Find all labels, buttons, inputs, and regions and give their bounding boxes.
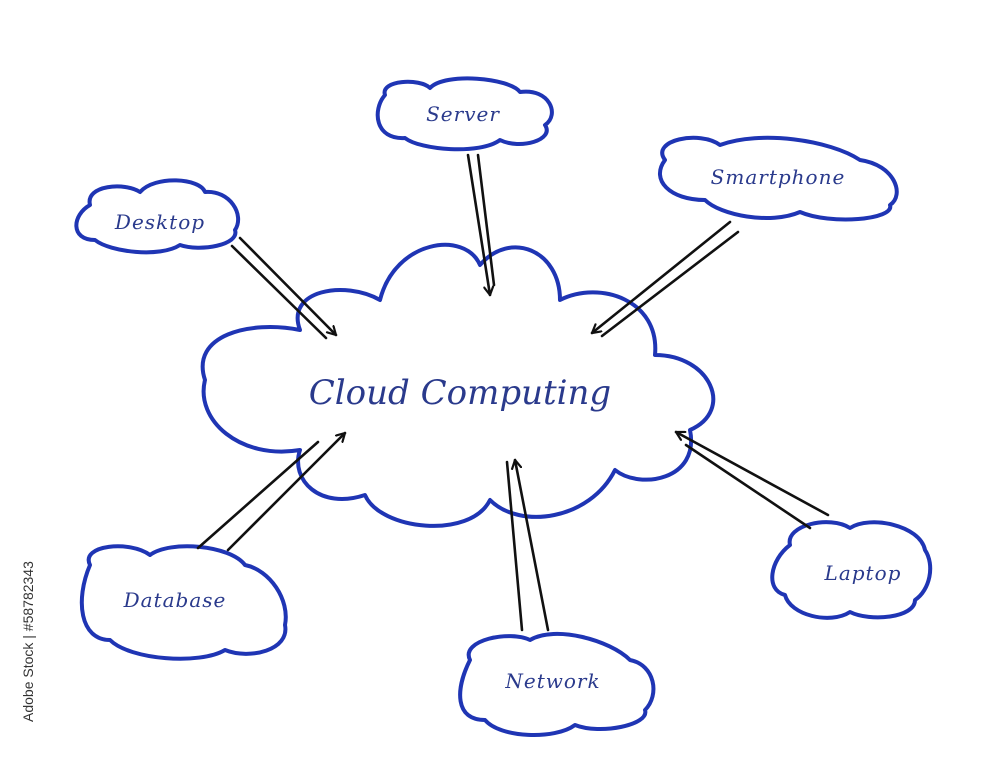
node-smartphone-cloud — [658, 135, 899, 222]
arrow-smartphone-line2 — [600, 230, 740, 338]
central-cloud: Cloud Computing — [200, 242, 716, 528]
arrow-laptop-line2 — [684, 443, 812, 530]
node-laptop-cloud — [770, 520, 933, 620]
node-desktop: Desktop — [74, 178, 338, 340]
arrow-server-line2 — [476, 153, 496, 287]
arrow-database-line2 — [196, 440, 320, 550]
node-database-label: Database — [123, 588, 227, 612]
arrow-smartphone — [590, 220, 732, 335]
node-smartphone-label: Smartphone — [711, 165, 846, 189]
arrow-network — [515, 458, 550, 632]
node-server: Server — [375, 76, 554, 297]
node-laptop: Laptop — [674, 430, 933, 620]
stock-watermark: Adobe Stock | #58782343 — [2, 540, 36, 722]
arrow-desktop — [238, 236, 338, 337]
arrow-laptop — [674, 430, 830, 517]
node-laptop-label: Laptop — [824, 561, 902, 585]
node-network: Network — [458, 458, 656, 738]
node-server-label: Server — [426, 102, 500, 126]
central-cloud-shape — [200, 242, 716, 528]
node-database: Database — [79, 431, 347, 661]
node-desktop-cloud — [74, 178, 241, 255]
node-smartphone: Smartphone — [590, 135, 899, 338]
arrow-network-line2 — [505, 460, 524, 632]
node-network-label: Network — [504, 669, 600, 693]
arrow-database — [226, 431, 347, 552]
node-database-cloud — [79, 544, 288, 661]
central-label: Cloud Computing — [309, 373, 611, 413]
arrow-desktop-line2 — [230, 244, 328, 340]
node-server-cloud — [375, 76, 554, 152]
stock-id-text: Adobe Stock | #58782343 — [20, 561, 36, 722]
arrow-server — [466, 153, 490, 297]
node-network-cloud — [458, 631, 656, 738]
node-desktop-label: Desktop — [114, 210, 205, 234]
